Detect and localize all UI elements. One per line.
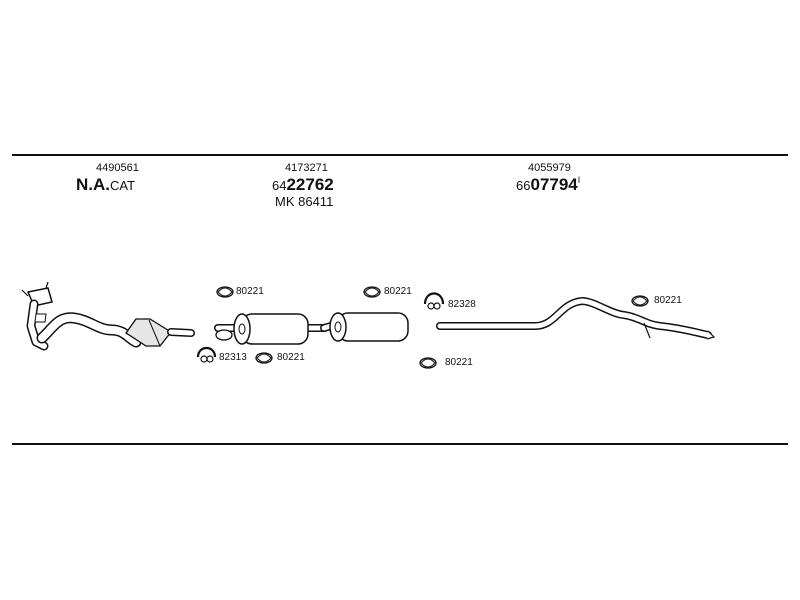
- clamp-label-4: 80221: [445, 357, 473, 368]
- hanger-icon: [196, 292, 445, 363]
- front-pipe-assembly: [21, 281, 142, 351]
- clamp-label-3: 80221: [384, 286, 412, 297]
- clamp-label-2: 80221: [277, 352, 305, 363]
- part-number-middle: 4173271: [285, 162, 328, 174]
- part-number-rear: 4055979: [528, 162, 571, 174]
- middle-second-line: MK 86411: [275, 194, 334, 209]
- muffler-icon: [214, 312, 409, 345]
- front-suffix: CAT: [110, 178, 136, 193]
- clamp-icon: [215, 286, 649, 369]
- hanger-label-1: 82313: [219, 352, 247, 363]
- rear-part-label: 6607794I: [516, 176, 580, 194]
- rear-mark: I: [577, 175, 581, 185]
- middle-prefix: 64: [272, 178, 287, 193]
- tailpipe-icon: [436, 297, 716, 340]
- clamp-label-1: 80221: [236, 286, 264, 297]
- middle-part-label: 6422762: [272, 176, 334, 194]
- front-part-label: N.A.CAT: [76, 176, 135, 194]
- part-number-front: 4490561: [96, 162, 139, 174]
- middle-main: 22762: [286, 175, 334, 194]
- clamp-label-5: 80221: [654, 295, 682, 306]
- hanger-label-2: 82328: [448, 299, 476, 310]
- rear-prefix: 66: [516, 178, 531, 193]
- front-prefix: N.A.: [76, 175, 110, 194]
- rear-main: 07794: [530, 175, 578, 194]
- catalytic-converter-icon: [125, 318, 195, 347]
